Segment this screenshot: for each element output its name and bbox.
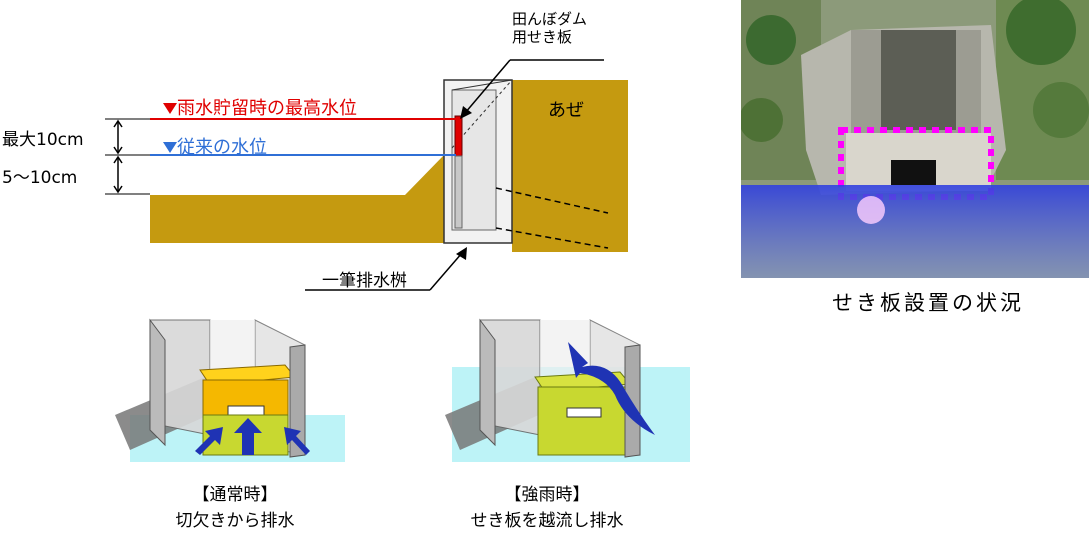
- cross-section-diagram: [105, 59, 628, 291]
- max-water-marker-icon: [163, 103, 177, 114]
- depth-max-arrow-icon: [113, 119, 123, 155]
- depth-normal-arrow-icon: [113, 155, 123, 194]
- drain-box-label: 一筆排水桝: [322, 271, 407, 291]
- levee: [512, 80, 628, 252]
- overflow-arrow-icon: [568, 342, 655, 435]
- soil-body: [150, 155, 444, 243]
- normal-case-caption: 【通常時】 切欠きから排水: [175, 485, 295, 531]
- inflow-right-arrow-icon: [284, 427, 310, 455]
- water-area: [741, 185, 1089, 278]
- max-water-level-label: 雨水貯留時の最高水位: [177, 98, 357, 119]
- depth-normal-label: 5～10cm: [2, 168, 78, 188]
- heavy-rain-flow-illustration: [445, 318, 690, 462]
- previous-water-marker-icon: [163, 142, 177, 153]
- weir-board-label: 田んぼダム 用せき板: [512, 10, 588, 46]
- previous-water-level-label: 従来の水位: [177, 137, 267, 158]
- normal-flow-illustration: [115, 318, 345, 462]
- inflow-left-arrow-icon: [195, 427, 223, 455]
- depth-max-label: 最大10cm: [2, 130, 84, 150]
- leader-arrow-icon: [460, 106, 472, 119]
- heavy-rain-case-caption: 【強雨時】 せき板を越流し排水: [470, 485, 624, 531]
- photo-caption: せき板設置の状況: [832, 291, 1024, 315]
- inflow-center-arrow-icon: [234, 418, 262, 455]
- weir-board: [454, 115, 463, 157]
- weir-installation-photo: [741, 0, 1089, 278]
- levee-label: あぜ: [548, 100, 584, 121]
